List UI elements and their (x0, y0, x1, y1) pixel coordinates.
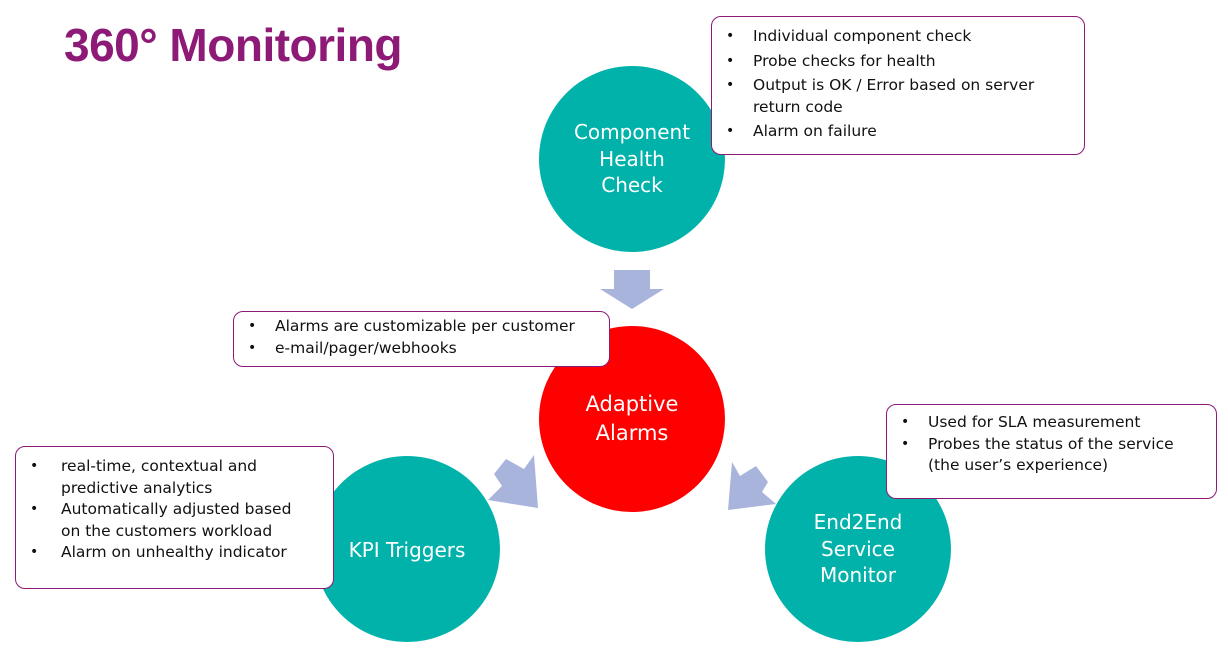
list-item: Individual component check (712, 26, 1084, 48)
list-item: Alarm on unhealthy indicator (16, 542, 333, 564)
component-health-check-label: Component Health Check (573, 120, 691, 198)
list-item: Output is OK / Error based on server ret… (712, 75, 1084, 118)
list-item: real-time, contextual and predictive ana… (16, 456, 333, 499)
list-item: e-mail/pager/webhooks (234, 338, 609, 360)
list-item: Used for SLA measurement (887, 412, 1216, 434)
list-item: Probes the status of the service (the us… (887, 434, 1216, 477)
component-callout-list: Individual component check Probe checks … (712, 26, 1084, 143)
adaptive-callout: Alarms are customizable per customer e-m… (233, 311, 610, 367)
adaptive-callout-list: Alarms are customizable per customer e-m… (234, 316, 609, 359)
adaptive-alarms-node: Adaptive Alarms (539, 326, 725, 512)
arrow-up-right-icon (488, 455, 538, 508)
e2e-callout: Used for SLA measurement Probes the stat… (886, 404, 1217, 499)
arrow-up-left-icon (728, 462, 776, 510)
list-item: Automatically adjusted based on the cust… (16, 499, 333, 542)
component-callout: Individual component check Probe checks … (711, 16, 1085, 155)
kpi-callout: real-time, contextual and predictive ana… (15, 446, 334, 589)
list-item: Alarms are customizable per customer (234, 316, 609, 338)
page-title: 360° Monitoring (64, 19, 403, 71)
component-health-check-node: Component Health Check (539, 66, 725, 252)
kpi-triggers-label: KPI Triggers (348, 537, 466, 562)
end2end-service-monitor-label: End2End Service Monitor (813, 510, 903, 588)
list-item: Alarm on failure (712, 121, 1084, 143)
adaptive-alarms-label: Adaptive Alarms (585, 392, 679, 445)
kpi-triggers-node: KPI Triggers (314, 456, 500, 642)
e2e-callout-list: Used for SLA measurement Probes the stat… (887, 412, 1216, 477)
list-item: Probe checks for health (712, 51, 1084, 73)
kpi-callout-list: real-time, contextual and predictive ana… (16, 456, 333, 564)
arrow-down-icon (600, 270, 664, 309)
